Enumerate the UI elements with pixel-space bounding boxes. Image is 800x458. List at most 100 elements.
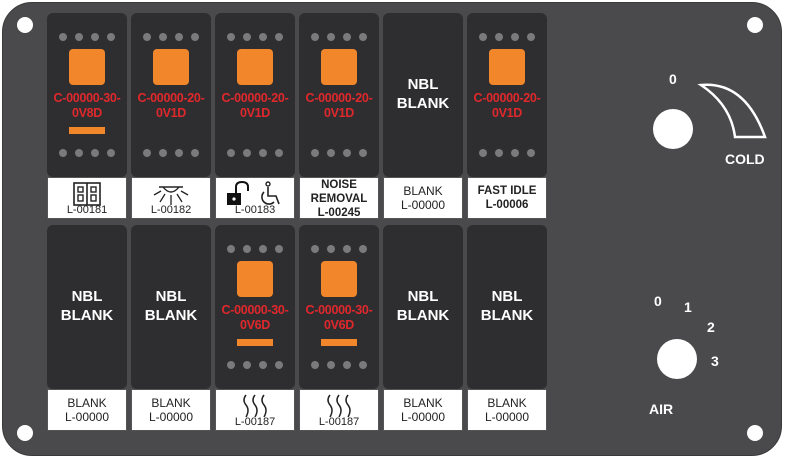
led-dot — [75, 33, 83, 41]
nbl-blank-slot: NBL BLANK — [383, 225, 463, 389]
led-dot — [243, 361, 251, 369]
label-part-number: L-00182 — [150, 204, 192, 216]
part-code-line: C-00000-20- — [137, 91, 205, 105]
switch-button[interactable] — [321, 49, 357, 85]
switch-button[interactable] — [237, 49, 273, 85]
indicator-dots — [227, 33, 283, 41]
switch-label-plate: L-00187 — [299, 389, 379, 431]
switch-button[interactable] — [237, 261, 273, 297]
rocker-switch[interactable]: C-00000-20-0V1D — [131, 13, 211, 177]
switch-part-code: C-00000-30-0V6D — [215, 303, 295, 333]
indicator-dots — [59, 149, 115, 157]
switch-part-code: C-00000-30-0V6D — [299, 303, 379, 333]
led-dot — [359, 245, 367, 253]
indicator-dots — [479, 33, 535, 41]
label-line: REMOVAL — [310, 193, 368, 205]
temp-dial-knob[interactable] — [653, 109, 693, 149]
rocker-switch[interactable]: C-00000-20-0V1D — [215, 13, 295, 177]
label-line: L-00000 — [400, 198, 446, 212]
part-code-line: 0V1D — [239, 106, 271, 120]
part-code-line: C-00000-30- — [221, 303, 289, 317]
led-dot — [327, 33, 335, 41]
switch-button[interactable] — [69, 49, 105, 85]
mounting-hole — [17, 425, 33, 441]
indicator-dots — [227, 361, 283, 369]
label-line: BLANK — [151, 396, 191, 410]
rocker-switch[interactable]: C-00000-30-0V6D — [215, 225, 295, 389]
indicator-dots — [59, 33, 115, 41]
label-line: NOISE — [321, 179, 357, 191]
switch-label-plate: NOISE REMOVAL L-00245 — [299, 177, 379, 219]
switch-button[interactable] — [321, 261, 357, 297]
nbl-line: BLANK — [396, 307, 450, 324]
led-dot — [275, 361, 283, 369]
nbl-line: BLANK — [60, 307, 114, 324]
part-code-line: 0V6D — [323, 318, 355, 332]
label-part-number: L-00181 — [66, 204, 108, 216]
indicator-dots — [227, 245, 283, 253]
indicator-dots — [143, 149, 199, 157]
nbl-blank-text: NBL BLANK — [383, 287, 463, 325]
led-dot — [327, 361, 335, 369]
nbl-line: NBL — [407, 76, 439, 93]
label-line: L-00245 — [317, 207, 361, 219]
part-code-line: C-00000-30- — [305, 303, 373, 317]
rocker-switch[interactable]: C-00000-20-0V1D — [467, 13, 547, 177]
label-line: BLANK — [487, 396, 527, 410]
label-line: BLANK — [67, 396, 107, 410]
indicator-bar — [69, 127, 105, 134]
rocker-switch[interactable]: C-00000-20-0V1D — [299, 13, 379, 177]
led-dot — [227, 361, 235, 369]
lock-wheelchair-icon — [216, 180, 294, 207]
switch-button[interactable] — [489, 49, 525, 85]
switch-label-plate: L-00182 — [131, 177, 211, 219]
led-dot — [259, 149, 267, 157]
nbl-blank-slot: NBL BLANK — [467, 225, 547, 389]
led-dot — [175, 33, 183, 41]
label-part-number: L-00183 — [234, 204, 276, 216]
led-dot — [275, 245, 283, 253]
label-line: L-00000 — [148, 410, 194, 424]
nbl-line: NBL — [155, 288, 187, 305]
led-dot — [311, 33, 319, 41]
part-code-line: 0V6D — [239, 318, 271, 332]
indicator-dots — [479, 149, 535, 157]
nbl-line: BLANK — [144, 307, 198, 324]
air-dial-knob[interactable] — [657, 339, 697, 379]
switch-label-plate: L-00183 — [215, 177, 295, 219]
label-line: L-00006 — [485, 199, 529, 211]
label-line: L-00000 — [484, 410, 530, 424]
rocker-switch[interactable]: C-00000-30-0V8D — [47, 13, 127, 177]
temp-dial-label: COLD — [725, 151, 765, 167]
switch-button[interactable] — [153, 49, 189, 85]
led-dot — [191, 149, 199, 157]
nbl-line: NBL — [407, 288, 439, 305]
battery-icon — [48, 181, 126, 207]
indicator-dots — [311, 33, 367, 41]
led-dot — [343, 149, 351, 157]
led-dot — [91, 149, 99, 157]
heat-waves-icon — [216, 393, 294, 419]
nbl-line: BLANK — [480, 307, 534, 324]
air-dial-label: AIR — [649, 401, 674, 417]
led-dot — [527, 33, 535, 41]
rocker-switch[interactable]: C-00000-30-0V6D — [299, 225, 379, 389]
led-dot — [495, 149, 503, 157]
led-dot — [107, 33, 115, 41]
switch-part-code: C-00000-20-0V1D — [467, 91, 547, 121]
label-line: L-00000 — [64, 410, 110, 424]
led-dot — [159, 33, 167, 41]
led-dot — [107, 149, 115, 157]
temp-dial-zero: 0 — [669, 71, 677, 87]
led-dot — [359, 33, 367, 41]
led-dot — [227, 245, 235, 253]
nbl-line: NBL — [491, 288, 523, 305]
